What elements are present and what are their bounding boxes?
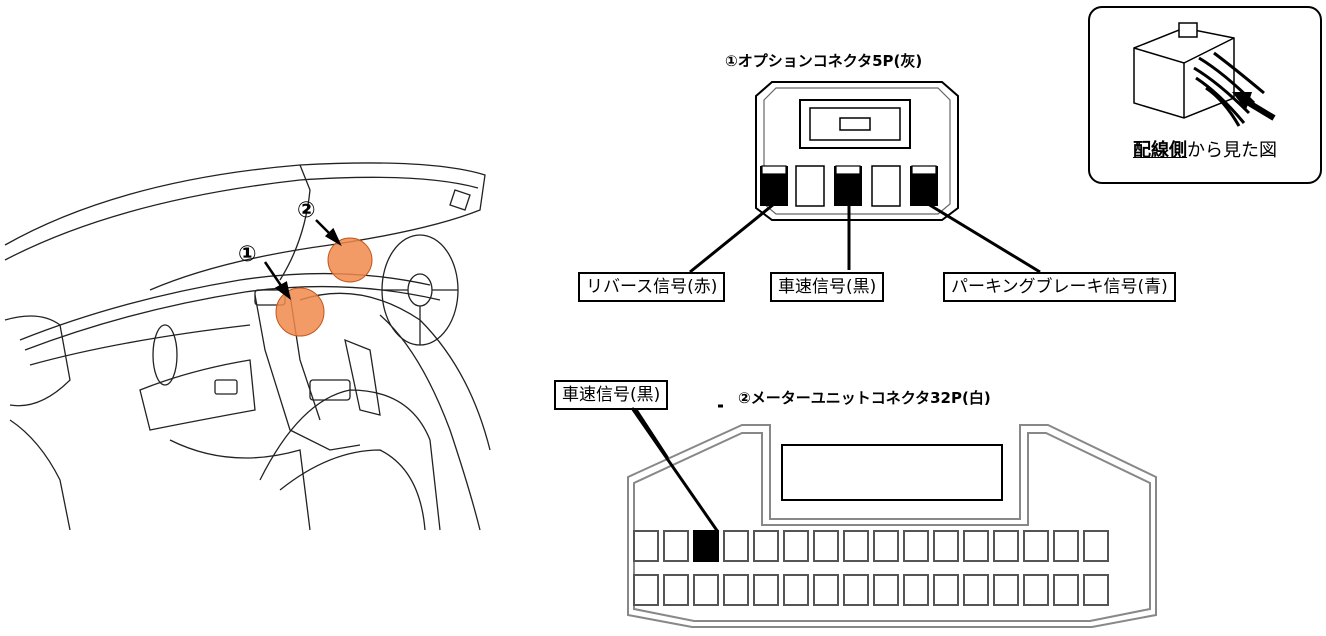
meter-pin [633, 530, 659, 562]
meter-pin-speed-signal [693, 530, 719, 562]
meter-pin [993, 530, 1019, 562]
meter-pin [963, 530, 989, 562]
meter-speed-signal-label: 車速信号(黒) [554, 380, 669, 410]
meter-pin [903, 530, 929, 562]
meter-pin [693, 574, 719, 606]
meter-pin [873, 530, 899, 562]
meter-pin [1053, 530, 1079, 562]
meter-pin [993, 574, 1019, 606]
meter-pin [1023, 530, 1049, 562]
meter-pin [933, 574, 959, 606]
marker-1: ① [238, 242, 257, 267]
wire-side-view-inset: 配線側から見た図 [1088, 6, 1322, 184]
meter-pin [753, 530, 779, 562]
meter-pin-row-1 [633, 530, 1109, 562]
meter-pin [813, 574, 839, 606]
meter-pin [843, 530, 869, 562]
meter-connector-title: ②メーターユニットコネクタ32P(白) [738, 389, 991, 407]
meter-pin [933, 530, 959, 562]
meter-pin [1023, 574, 1049, 606]
meter-pin [633, 574, 659, 606]
parking-brake-signal-label: パーキングブレーキ信号(青) [943, 272, 1176, 302]
meter-pin [1053, 574, 1079, 606]
meter-pin [1083, 574, 1109, 606]
wire-side-emphasis: 配線側 [1133, 140, 1187, 161]
meter-pin [813, 530, 839, 562]
meter-pin [873, 574, 899, 606]
meter-pin [753, 574, 779, 606]
meter-pin [903, 574, 929, 606]
meter-pin [723, 530, 749, 562]
meter-pin [723, 574, 749, 606]
wire-side-caption-rest: から見た図 [1187, 140, 1277, 161]
car-interior-illustration [4, 162, 491, 531]
meter-pin [783, 530, 809, 562]
marker-2: ② [297, 198, 316, 223]
meter-pin [663, 530, 689, 562]
option-connector-highlight [275, 287, 325, 337]
meter-pin [1083, 530, 1109, 562]
option-connector-diagram [755, 81, 959, 221]
option-connector-title: ①オプションコネクタ5P(灰) [725, 52, 923, 70]
meter-pin-row-2 [633, 574, 1109, 606]
reverse-signal-label: リバース信号(赤) [578, 272, 726, 302]
speed-signal-label: 車速信号(黒) [770, 272, 885, 302]
connector-photo-icon [1133, 22, 1276, 127]
meter-connector-highlight [327, 237, 373, 283]
meter-pin [963, 574, 989, 606]
meter-pin [783, 574, 809, 606]
meter-pin [663, 574, 689, 606]
wire-side-view-caption: 配線側から見た図 [1090, 136, 1320, 162]
meter-pin [843, 574, 869, 606]
